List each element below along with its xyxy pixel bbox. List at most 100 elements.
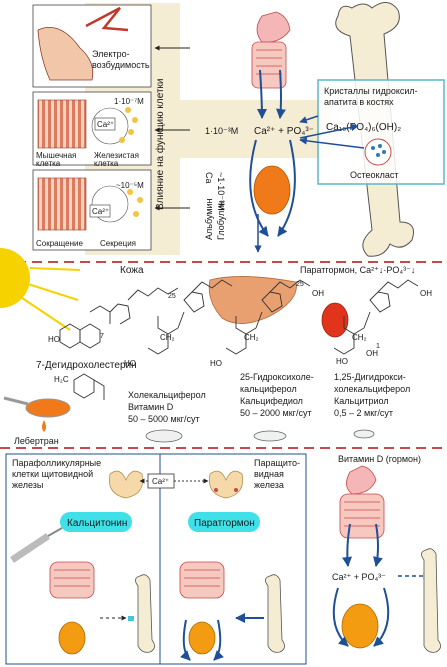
- bone-icon-vitd: [421, 548, 441, 653]
- chole-label-1: Холекальциферол: [128, 390, 206, 400]
- molecule-calcitriol: [333, 279, 419, 355]
- ca-label-a: Ca²⁺: [97, 120, 114, 129]
- pill-icon-3: [353, 429, 375, 439]
- lightning-icon: [85, 6, 129, 32]
- parathormone-pill: [188, 512, 260, 532]
- ca-ion-label: Ca: [204, 172, 214, 184]
- ch2-label-2: CH₂: [244, 333, 259, 342]
- molecule-cholecalciferol: [147, 279, 233, 355]
- molecule-dehydrocholesterol: [59, 287, 179, 349]
- sun-icon: [0, 248, 81, 331]
- molecule-fragment: [73, 373, 105, 400]
- ho-label-3: HO: [210, 359, 222, 368]
- conc-mid-label: ~1·10⁻³М: [216, 172, 226, 211]
- cod-oil-label: Лебертран: [14, 436, 59, 446]
- hydroxy-dose: 50 – 2000 мкг/сут: [240, 408, 312, 418]
- molecule-calcifediol: [225, 279, 311, 355]
- syringe-icon: [10, 527, 63, 563]
- intestine-icon-top: [251, 11, 291, 89]
- c7-label: 7: [100, 333, 104, 340]
- oh-label-1: OH: [312, 289, 324, 298]
- influence-label: Влияние на функцию клетки: [154, 78, 166, 210]
- hormone-panel: [5, 453, 307, 665]
- electro-panel: Электро- возбудимость: [32, 4, 152, 88]
- conc-1e5-label: ~10⁻⁵М: [116, 181, 144, 190]
- vitd-ca-po4-label: Ca²⁺ + PO₄³⁻: [332, 572, 386, 582]
- ca-label-b: Ca²⁺: [92, 207, 109, 216]
- hydroxy-label-1: 25-Гидроксихоле-: [240, 372, 314, 382]
- c1-label: 1: [376, 343, 380, 350]
- oh-label-3: OH: [366, 349, 378, 358]
- hydroxy-label-3: Кальцифедиол: [240, 396, 303, 406]
- skin-label: Кожа: [120, 265, 144, 276]
- conc-1e3-label: 1·10⁻³М: [205, 126, 238, 136]
- parathyroid-label-3: железа: [254, 480, 284, 490]
- calcitonin-label: Кальцитонин: [67, 518, 127, 529]
- electro-label-1: Электро-: [92, 49, 130, 59]
- contraction-label: Сокращение: [36, 239, 83, 248]
- dihydroxy-label-3: Кальцитриол: [334, 396, 389, 406]
- parathyroid-label-2: видная: [254, 469, 284, 479]
- ca-box-label: Ca²⁺: [152, 477, 169, 486]
- chole-dose: 50 – 5000 мкг/сут: [128, 414, 200, 424]
- c25-label-1: 25: [168, 293, 176, 300]
- parafollicular-label-2: клетки щитовидной: [12, 469, 93, 479]
- electro-label-2: возбудимость: [92, 60, 150, 70]
- parathormone-label: Паратгормон: [194, 518, 255, 529]
- kidney-icon-bottom-mid: [188, 621, 216, 655]
- crystals-label-2: апатита в костях: [324, 97, 394, 107]
- ca-po4-center: Ca²⁺ + PO₄³⁻: [254, 126, 314, 137]
- intestine-icon-vitd: [339, 465, 385, 539]
- kidney-icon-vitd: [341, 603, 379, 649]
- kidney-icon-bottom-left: [58, 621, 86, 655]
- ho-label-1: HO: [48, 335, 60, 344]
- pill-icon-1: [145, 429, 183, 443]
- parafollicular-label-1: Парафолликулярные: [12, 458, 101, 468]
- globulin-label: Глобулин: [216, 201, 226, 240]
- intestine-icon-bottom-left: [49, 561, 95, 599]
- bone-icon-bottom-right: [265, 574, 285, 653]
- ho-label-2: HO: [124, 359, 136, 368]
- muscle-cell-icon: [37, 99, 87, 149]
- pill-icon-2: [253, 430, 287, 442]
- kidney-icon-middle: [321, 302, 349, 338]
- oh-label-2: OH: [420, 289, 432, 298]
- ho-label-4: HO: [336, 357, 348, 366]
- contraction-secretion-panel: Ca²⁺ ~10⁻⁵М Сокращение Секреция: [32, 169, 152, 251]
- dihydroxy-label-1: 1,25-Дигидрокси-: [334, 372, 406, 382]
- parafollicular-label-3: железы: [12, 480, 43, 490]
- gland-cell-label-2: клетка: [94, 159, 119, 168]
- crystal-box: Кристаллы гидроксил- апатита в костях Ca…: [317, 79, 445, 185]
- ch2-label-1: CH₂: [160, 333, 175, 342]
- h2c-label: H₂C: [54, 375, 69, 384]
- bone-icon-bottom-left: [135, 574, 155, 653]
- vitd-hormone-label: Витамин D (гормон): [338, 454, 421, 464]
- kidney-icon-top: [253, 165, 291, 215]
- hydroxyapatite-formula: Ca₁₀(PO₄)₆(OH)₂: [326, 122, 401, 133]
- dihydroxy-label-2: холекальциферол: [334, 384, 410, 394]
- dihydroxy-dose: 0,5 – 2 мкг/сут: [334, 408, 393, 418]
- neuron-shape: [37, 26, 94, 81]
- liver-icon: [208, 276, 297, 324]
- gland-cell-label-1: Железистая: [94, 151, 139, 160]
- contracted-muscle-icon: [37, 177, 87, 231]
- osteoclast-label: Остеокласт: [350, 170, 398, 180]
- crystals-label-1: Кристаллы гидроксил-: [324, 86, 418, 96]
- thyroid-icon-right: [209, 470, 243, 499]
- chole-label-2: Витамин D: [128, 402, 174, 412]
- parathyroid-label-1: Паращито-: [254, 458, 300, 468]
- spoon-icon: [3, 396, 71, 432]
- hydroxy-label-2: кальциферол: [240, 384, 297, 394]
- osteoclast-icon: [364, 138, 392, 166]
- secretion-label: Секреция: [100, 239, 136, 248]
- calcitonin-pill: [60, 512, 132, 532]
- ch2-label-3: CH₂: [352, 333, 367, 342]
- dehydrocholesterol-label: 7-Дегидрохолестерин: [36, 360, 137, 371]
- muscle-cell-label-2: клетка: [36, 159, 61, 168]
- muscle-gland-panel: Ca²⁺ 1·10⁻⁷М Мышечная клетка Железистая …: [32, 91, 152, 168]
- c25-label-2: 25: [296, 281, 304, 288]
- conc-1e7-label: 1·10⁻⁷М: [114, 97, 144, 106]
- intestine-icon-bottom-mid: [179, 561, 225, 599]
- pth-line-label: Паратгормон, Ca²⁺↓·PO₄³⁻↓: [300, 265, 415, 275]
